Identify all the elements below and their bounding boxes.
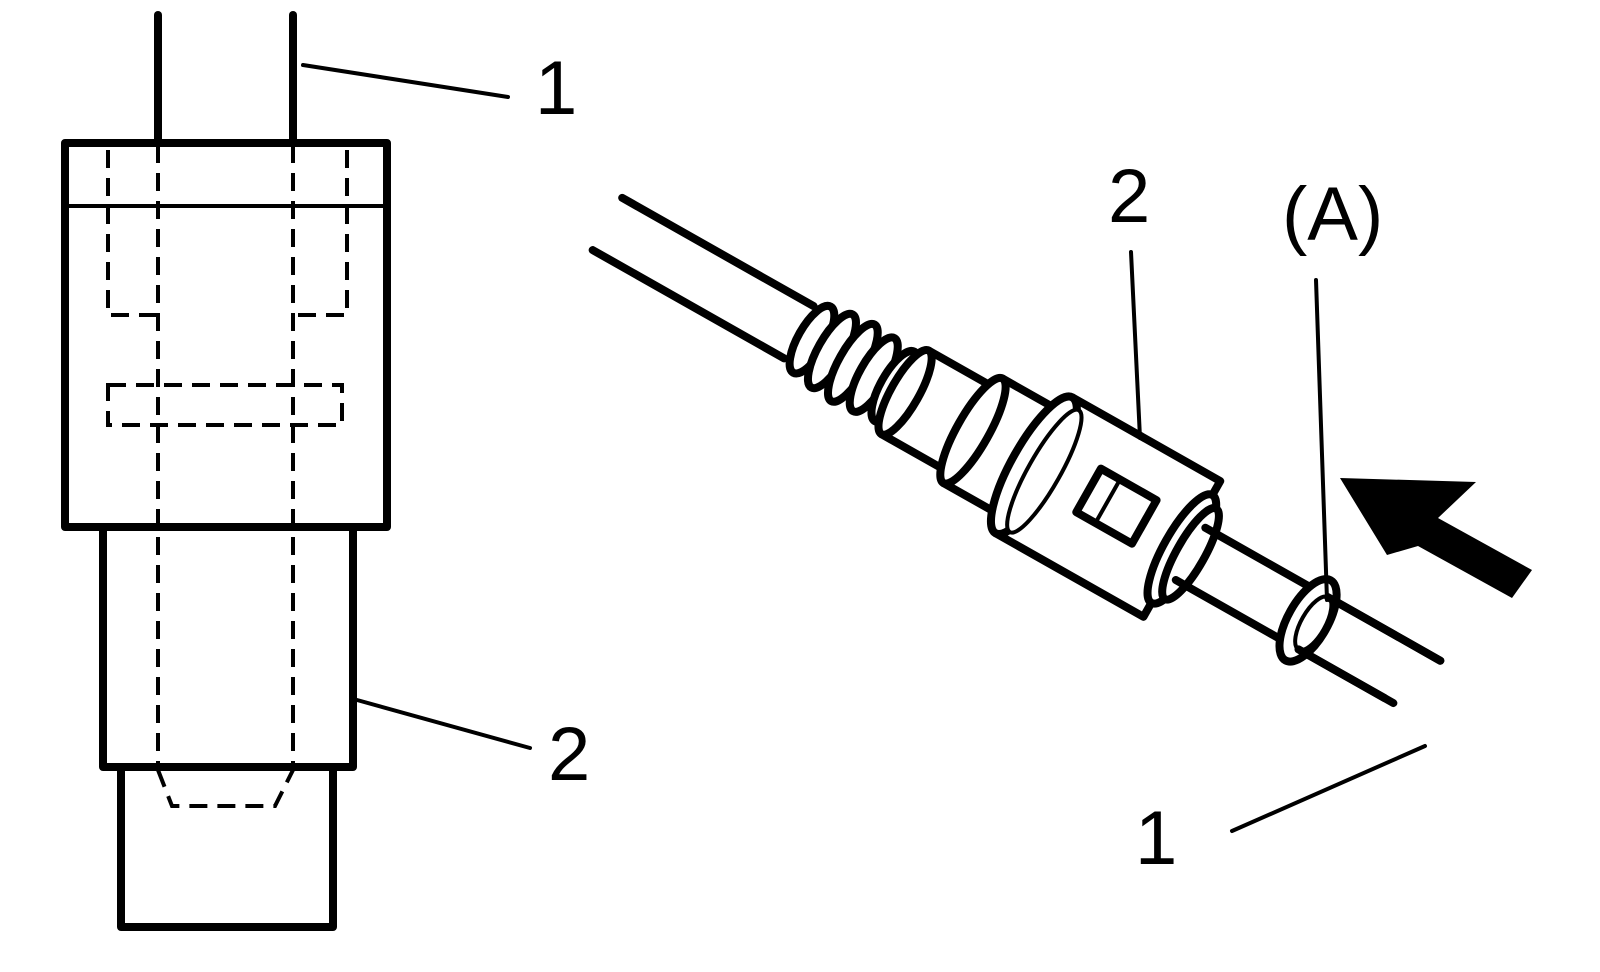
callout-a: (A) <box>1282 172 1383 257</box>
leader-line-a <box>1314 278 1329 602</box>
connector-upper-body <box>61 139 391 531</box>
connector-lower-body <box>99 523 357 771</box>
connector-inner-ring <box>1005 407 1084 535</box>
callout-2: 2 <box>548 712 590 797</box>
hidden-retainer-left <box>106 150 158 317</box>
leader-line-2-right <box>1129 250 1142 440</box>
retainer-tab <box>1093 477 1123 526</box>
retainer-window <box>1072 464 1161 548</box>
hidden-pipe-end <box>156 769 295 808</box>
leader-line-1 <box>301 63 510 99</box>
leader-line-1-right <box>1230 744 1427 833</box>
right-view: 2 (A) 1 <box>588 154 1532 881</box>
hose-top-edge <box>618 193 818 311</box>
hidden-seal-ring <box>106 383 344 427</box>
hidden-retainer-right <box>293 150 349 317</box>
callout-1: 1 <box>535 46 577 131</box>
push-direction-arrow-icon <box>1340 478 1532 598</box>
connector-nozzle <box>117 763 337 931</box>
leader-line-2 <box>355 698 532 750</box>
callout-1-right: 1 <box>1135 796 1177 881</box>
left-view: 1 2 <box>61 11 590 931</box>
callout-2-right: 2 <box>1108 154 1150 239</box>
hose-bottom-edge <box>588 246 789 363</box>
